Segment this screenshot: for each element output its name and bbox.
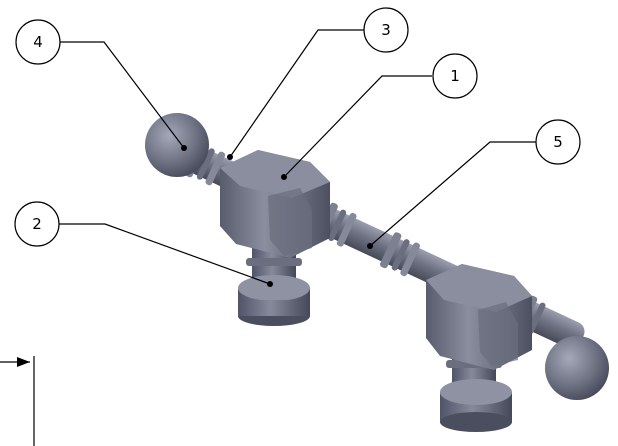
callout-number-3: 3 bbox=[381, 21, 391, 39]
callout-number-1: 1 bbox=[450, 67, 460, 85]
callout-5: 5 bbox=[535, 119, 581, 165]
callout-1: 1 bbox=[432, 53, 478, 99]
right-body-part bbox=[426, 264, 532, 370]
callout-4: 4 bbox=[15, 19, 61, 65]
callout-number-2: 2 bbox=[32, 215, 42, 233]
callout-2: 2 bbox=[14, 201, 60, 247]
leader-line-3 bbox=[229, 29, 364, 158]
right-ball-part bbox=[545, 336, 609, 400]
leader-line-5 bbox=[369, 141, 536, 247]
dimension-marker bbox=[0, 356, 35, 446]
callout-number-4: 4 bbox=[33, 33, 43, 51]
left-foot-part bbox=[238, 230, 310, 326]
left-body-part bbox=[220, 150, 330, 258]
callout-number-5: 5 bbox=[553, 133, 563, 151]
callout-3: 3 bbox=[363, 7, 409, 53]
left-ball-part bbox=[145, 113, 209, 177]
leader-line-4 bbox=[60, 41, 185, 149]
leader-line-1 bbox=[283, 75, 432, 178]
leader-lines bbox=[59, 29, 536, 287]
leader-line-2 bbox=[59, 223, 271, 285]
